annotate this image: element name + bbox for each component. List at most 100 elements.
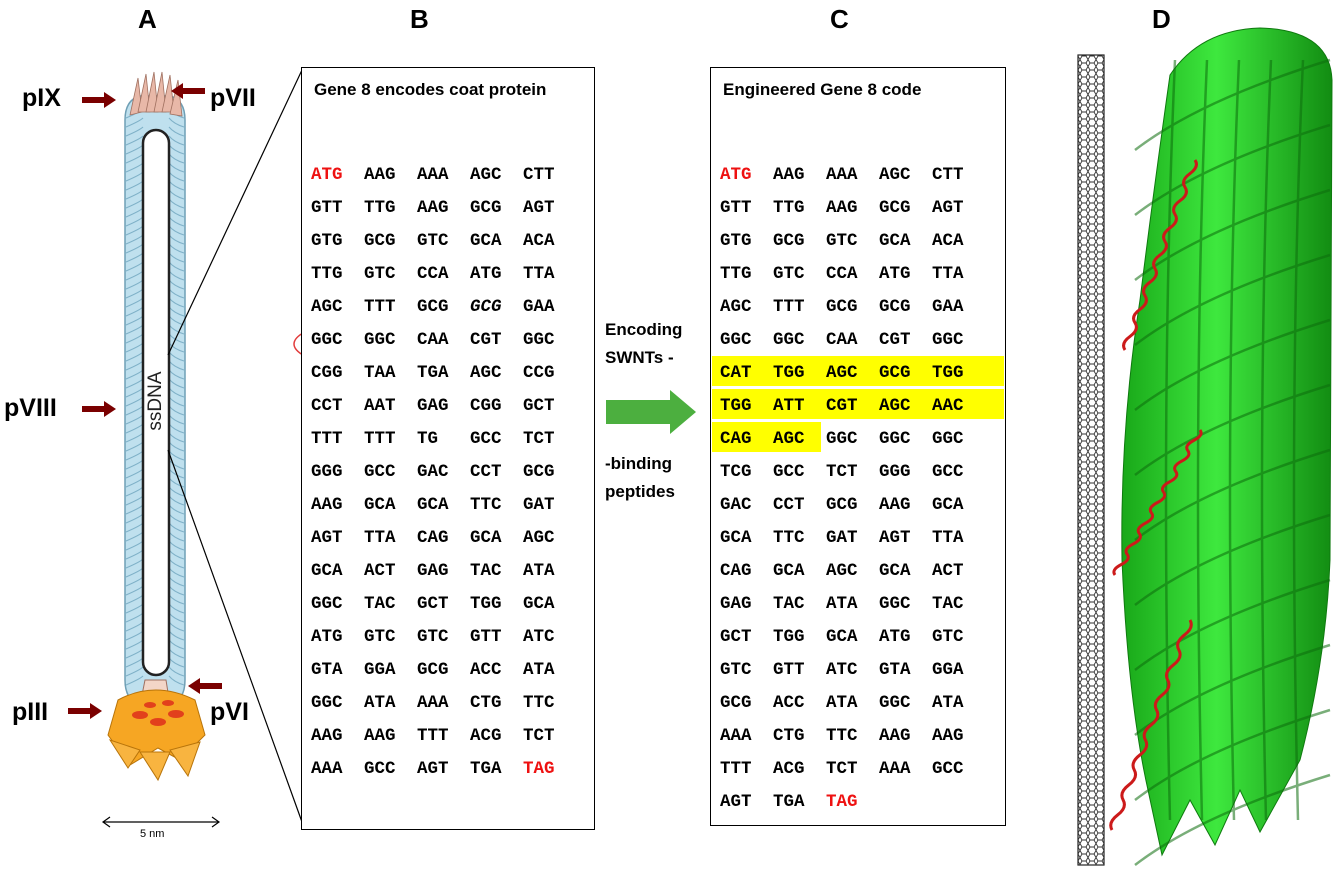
surface-ridge xyxy=(1134,578,1331,671)
codon: CTG xyxy=(470,693,502,713)
codon: AAG xyxy=(932,726,964,746)
codon: GCA xyxy=(470,231,502,251)
coat-stripe xyxy=(168,135,185,146)
codon: GCG xyxy=(773,231,805,251)
codon: AGC xyxy=(523,528,555,548)
codon: GAT xyxy=(523,495,555,515)
codon: GCG xyxy=(417,660,449,680)
codon: TCT xyxy=(523,726,555,746)
scale-label: 5 nm xyxy=(140,828,165,840)
codon: GGC xyxy=(879,429,911,449)
codon: AGT xyxy=(417,759,449,779)
codon: AGT xyxy=(932,198,964,218)
codon: GGC xyxy=(311,330,343,350)
codon: GAA xyxy=(523,297,555,317)
codon: GTC xyxy=(826,231,858,251)
codon: GGC xyxy=(364,330,396,350)
codon: GCA xyxy=(364,495,396,515)
surface-ridge xyxy=(1196,59,1209,821)
surface-ridge xyxy=(1134,383,1331,476)
codon: ACT xyxy=(364,561,396,581)
codon: CCG xyxy=(523,363,555,383)
codon: AGC xyxy=(879,165,911,185)
codon: AGC xyxy=(879,396,911,416)
codon: GCA xyxy=(311,561,343,581)
codon: TTC xyxy=(523,693,555,713)
panel-label-b: B xyxy=(410,4,429,34)
ssdna-label: ssDNA xyxy=(145,371,166,431)
codon: TTT xyxy=(773,297,805,317)
codon: AGC xyxy=(470,363,502,383)
codon: TAG xyxy=(826,792,858,812)
codon: AAA xyxy=(879,759,911,779)
codon: GTC xyxy=(364,264,396,284)
codon: CCT xyxy=(311,396,343,416)
codon: CCA xyxy=(417,264,449,284)
surface-ridge xyxy=(1134,188,1331,281)
codon: GTA xyxy=(879,660,911,680)
codon: GCG xyxy=(826,495,858,515)
codon: TGG xyxy=(932,363,964,383)
highlight-row-3 xyxy=(712,422,821,452)
codon: GGC xyxy=(523,330,555,350)
codon: GAA xyxy=(932,297,964,317)
surface-ridge xyxy=(1292,59,1305,821)
codon: GTC xyxy=(417,627,449,647)
codon: TTA xyxy=(932,264,964,284)
codon: AGT xyxy=(879,528,911,548)
codon: ATG xyxy=(311,165,343,185)
codon: TTG xyxy=(311,264,343,284)
codon: TAC xyxy=(470,561,502,581)
codon: TTT xyxy=(720,759,752,779)
codon: ATA xyxy=(932,693,964,713)
codon: GGA xyxy=(364,660,396,680)
codon: TCT xyxy=(523,429,555,449)
coat-stripe xyxy=(168,666,185,677)
codon: GAG xyxy=(417,561,449,581)
codon: TAC xyxy=(773,594,805,614)
coat-stripe xyxy=(125,135,144,146)
codon: TAC xyxy=(364,594,396,614)
codon: ATC xyxy=(523,627,555,647)
panel-label-c: C xyxy=(830,4,849,34)
codon: GCA xyxy=(720,528,752,548)
codon: TAG xyxy=(523,759,555,779)
codon: GTC xyxy=(364,627,396,647)
codon: ATA xyxy=(826,594,858,614)
codon: GCG xyxy=(879,363,911,383)
codon: CAG xyxy=(417,528,449,548)
label-pIII: pIII xyxy=(12,698,49,726)
codon: AGC xyxy=(826,363,858,383)
codon: GAC xyxy=(720,495,752,515)
codon: GCC xyxy=(773,462,805,482)
codon: TTC xyxy=(773,528,805,548)
codon: CAG xyxy=(720,429,752,449)
panel-label-a: A xyxy=(138,4,157,34)
codon: GGC xyxy=(932,429,964,449)
codon: GTC xyxy=(417,231,449,251)
codon: CTT xyxy=(523,165,555,185)
codon: GTA xyxy=(311,660,343,680)
surface-ridge xyxy=(1134,773,1331,866)
scale-bar xyxy=(101,816,221,828)
codon: GAT xyxy=(826,528,858,548)
codon: TTT xyxy=(364,297,396,317)
codon: AAG xyxy=(417,198,449,218)
codon: TTC xyxy=(826,726,858,746)
